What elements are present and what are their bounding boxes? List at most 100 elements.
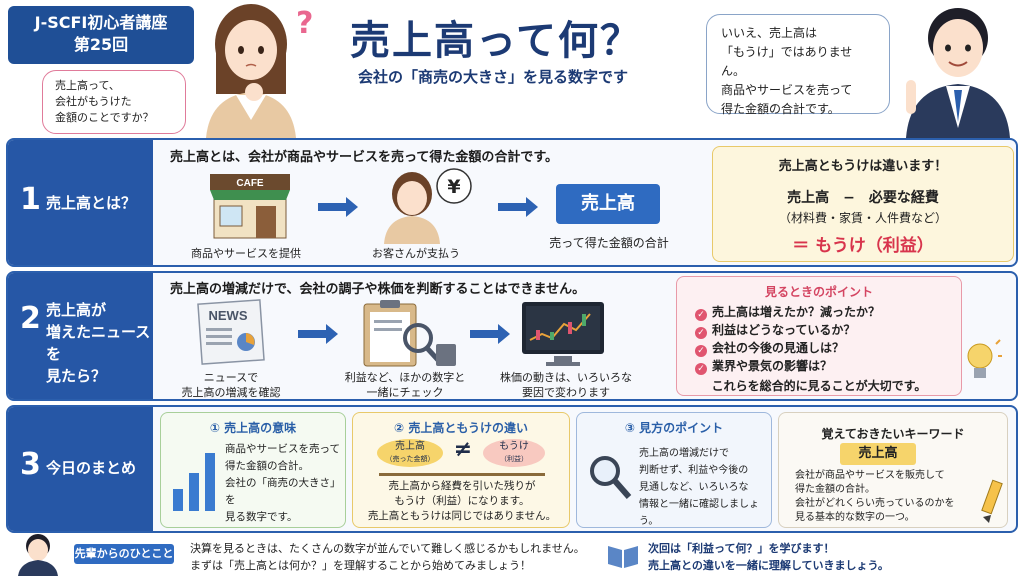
card-body-line: 得た金額の合計。 bbox=[795, 484, 875, 495]
sales-chip-label: 売上高 bbox=[395, 441, 425, 452]
caption-line: 株価の動きは、いろいろな bbox=[500, 371, 632, 384]
profit-formula: 売上高 − 必要な経費 bbox=[787, 190, 939, 206]
check-circle-icon: ✓ bbox=[695, 345, 707, 357]
point-item: ✓業界や景気の影響は？ bbox=[695, 357, 832, 375]
card-body-line: 売上高から経費を引いた残りが bbox=[388, 480, 536, 492]
news-step-caption: ニュースで 売上高の増減を確認 bbox=[166, 370, 296, 400]
newspaper-icon: NEWS bbox=[197, 299, 265, 365]
check-circle-icon: ✓ bbox=[695, 309, 707, 321]
magnifier-icon bbox=[590, 456, 632, 499]
customer-paying-illustration: ¥ bbox=[384, 168, 472, 244]
point-item: ✓ 会社の今後の見通しは？ bbox=[695, 339, 844, 357]
senior-avatar bbox=[18, 534, 58, 576]
point-item: ✓ 利益はどうなっているか？ bbox=[695, 321, 855, 339]
card-body-line: 売上高の増減だけで bbox=[639, 448, 729, 459]
viewing-points-footer: これらを総合的に見ることが大切です。 bbox=[711, 379, 927, 393]
sales-definition-caption: 売って得た金額の合計 bbox=[549, 236, 669, 250]
arrow-right-icon bbox=[318, 197, 358, 217]
lightbulb-icon bbox=[967, 339, 1002, 378]
card-body-line: 会社の「商売の大きさ」を bbox=[225, 477, 341, 506]
bar-chart-icon bbox=[173, 453, 215, 511]
card-body: 売上高の増減だけで 判断せず、利益や今後の 見通しなど、いろいろな 情報と一緒に… bbox=[639, 445, 773, 530]
stock-chart-monitor-icon bbox=[522, 302, 604, 366]
card-title: ② 売上高ともうけの違い bbox=[394, 421, 528, 435]
check-circle-icon: ✓ bbox=[695, 327, 707, 339]
card-title: ③ 見方のポイント bbox=[624, 421, 724, 435]
card-body-line: 見る数字です。 bbox=[225, 511, 298, 523]
card-body: 売上高から経費を引いた残りが もうけ（利益）になります。 売上高ともうけは同じで… bbox=[357, 479, 567, 524]
arrow-right-icon bbox=[498, 197, 538, 217]
step-pay-caption: お客さんが支払う bbox=[372, 247, 460, 260]
comment-line: 決算を見るときは、たくさんの数字が並んでいて難しく感じるかもしれません。 bbox=[190, 542, 585, 555]
card-body-line: 情報と一緒に確認しましょう。 bbox=[639, 499, 759, 527]
section-2-heading: 売上高の増減だけで、会社の調子や株価を判断することはできません。 bbox=[170, 282, 586, 297]
keyword-chip: 売上高 bbox=[840, 443, 916, 465]
summary-card-viewing-tips: ③ 見方のポイント 売上高の増減だけで 判断せず、利益や今後の 見通しなど、いろ… bbox=[576, 412, 772, 528]
woman-character-illustration bbox=[206, 4, 296, 138]
caption-line: 一緒にチェック bbox=[366, 386, 444, 399]
caption-line: ニュースで bbox=[203, 371, 259, 384]
section-title-line: 売上高が bbox=[46, 301, 107, 319]
comment-line: まずは「売上高とは何か？」を理解することから始めてみましょう！ bbox=[190, 559, 531, 572]
sales-vs-profit-box: 売上高ともうけは違います！ 売上高 − 必要な経費 （材料費・家賃・人件費など）… bbox=[712, 146, 1014, 262]
page-title: 売上高って何？ bbox=[350, 18, 642, 64]
cafe-sign-text: CAFE bbox=[236, 178, 264, 189]
sales-chip-sub: （売った金額） bbox=[385, 455, 435, 463]
page-subtitle: 会社の「商売の大きさ」を見る数字です bbox=[358, 68, 629, 86]
section-number: 2 bbox=[20, 301, 41, 336]
caption-line: 売上高の増減を確認 bbox=[181, 386, 281, 399]
course-badge: J-SCFI初心者講座 第25回 bbox=[8, 6, 194, 64]
viewing-points-title: 見るときのポイント bbox=[764, 285, 873, 299]
point-text: 業界や景気の影響は？ bbox=[712, 359, 833, 373]
section-title: 今日のまとめ bbox=[46, 459, 137, 477]
answer-line: 「もうけ」ではありません。 bbox=[721, 45, 853, 78]
profit-chip-label: もうけ bbox=[499, 441, 529, 452]
caption-line: 利益など、ほかの数字と bbox=[344, 371, 466, 384]
section-number: 1 bbox=[20, 182, 41, 217]
card-body-line: 判断せず、利益や今後の bbox=[639, 465, 749, 476]
stock-step-caption: 株価の動きは、いろいろな 要因で変わります bbox=[496, 370, 636, 400]
card-body-line: 見る基本的な数字の一つ。 bbox=[795, 512, 915, 523]
sales-vs-profit-title: 売上高ともうけは違います！ bbox=[778, 159, 948, 174]
section-3-label: 3 今日のまとめ bbox=[8, 407, 153, 531]
senior-comment-tag: 先輩からのひとこと bbox=[74, 544, 174, 564]
sales-label-box: 売上高 bbox=[556, 184, 660, 224]
card-title: 覚えておきたいキーワード bbox=[821, 427, 965, 441]
news-label-text: NEWS bbox=[209, 308, 248, 323]
man-character-illustration bbox=[906, 8, 1010, 138]
point-text: 利益はどうなっているか？ bbox=[712, 323, 856, 337]
point-text: 会社の今後の見通しは？ bbox=[712, 341, 845, 355]
card-body-line: 売上高ともうけは同じではありません。 bbox=[367, 510, 557, 522]
answer-line: いいえ、売上高は bbox=[721, 26, 818, 40]
summary-card-keyword: 覚えておきたいキーワード 売上高 会社が商品やサービスを販売して 得た金額の合計… bbox=[778, 412, 1008, 528]
arrow-right-icon bbox=[298, 324, 338, 344]
question-line: 金額のことですか？ bbox=[55, 111, 154, 124]
profit-result: ＝ もうけ（利益） bbox=[792, 236, 934, 256]
next-line: 次回は「利益って何？」を学びます！ bbox=[648, 542, 835, 555]
step-provide-caption: 商品やサービスを提供 bbox=[191, 247, 301, 260]
cafe-shop-icon: CAFE bbox=[210, 174, 290, 239]
point-text: 売上高は増えたか？減ったか？ bbox=[712, 305, 881, 319]
question-line: 会社がもうけた bbox=[55, 95, 132, 108]
expense-examples: （材料費・家賃・人件費など） bbox=[778, 211, 947, 225]
senior-comment-text: 決算を見るときは、たくさんの数字が並んでいて難しく感じるかもしれません。 まずは… bbox=[190, 540, 590, 574]
sales-chip: 売上高 （売った金額） bbox=[377, 439, 443, 467]
section-1-heading: 売上高とは、会社が商品やサービスを売って得た金額の合計です。 bbox=[170, 150, 559, 165]
balance-scale-beam bbox=[379, 473, 545, 476]
profit-chip-sub: （利益） bbox=[500, 455, 528, 463]
question-line: 売上高って、 bbox=[55, 79, 120, 92]
point-item: ✓ 売上高は増えたか？減ったか？ bbox=[695, 303, 880, 321]
summary-card-difference: ② 売上高ともうけの違い 売上高 （売った金額） ≠ もうけ （利益） 売上高か… bbox=[352, 412, 570, 528]
card-body-line: 得た金額の合計。 bbox=[225, 460, 309, 472]
card-body-line: 会社が商品やサービスを販売して bbox=[795, 470, 945, 481]
card-title: ① 売上高の意味 bbox=[209, 421, 297, 435]
section-number: 3 bbox=[20, 447, 41, 482]
next-lesson-text: 次回は「利益って何？」を学びます！ 売上高との違いを一緒に理解していきましょう。 bbox=[648, 540, 968, 574]
section-title: 売上高が 増えたニュースを 見たら？ bbox=[46, 299, 153, 387]
question-speech-bubble: 売上高って、 会社がもうけた 金額のことですか？ bbox=[42, 70, 186, 134]
question-mark-icon: ? bbox=[296, 6, 314, 41]
card-body: 会社が商品やサービスを販売して 得た金額の合計。 会社がどれくらい売っているのか… bbox=[795, 469, 985, 525]
section-title-line: 増えたニュースを bbox=[46, 323, 151, 363]
answer-line: 得た金額の合計です。 bbox=[721, 102, 840, 116]
section-title: 売上高とは？ bbox=[46, 194, 137, 212]
